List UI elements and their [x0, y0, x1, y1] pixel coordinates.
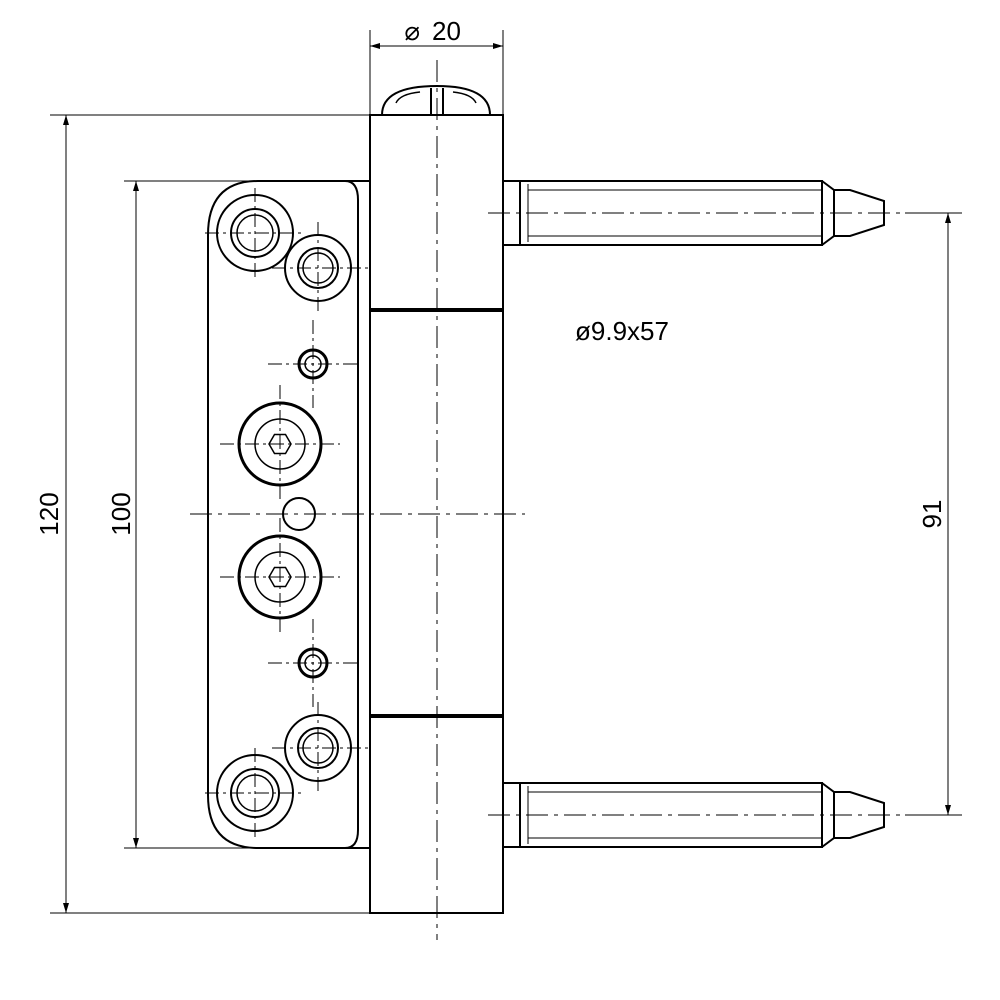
dimension-labels: ⌀ 20 120 100 91 ø9.9x57 [34, 16, 947, 536]
dimension-lines [50, 30, 962, 914]
total-height-label: 120 [34, 492, 64, 535]
plate-height-label: 100 [106, 492, 136, 535]
plate-edge [344, 180, 359, 849]
hole-centerlines [205, 188, 372, 838]
plate-holes [216, 194, 352, 832]
barrel-cap-screw [381, 84, 491, 116]
main-centerlines [190, 60, 905, 940]
plate-outline [207, 180, 370, 849]
pin-diameter-label: 20 [432, 16, 461, 46]
mounting-plate [207, 180, 370, 849]
pin-spacing-label: 91 [917, 500, 947, 529]
pin-spec-label: ø9.9x57 [575, 316, 669, 346]
diameter-symbol: ⌀ [404, 16, 420, 46]
